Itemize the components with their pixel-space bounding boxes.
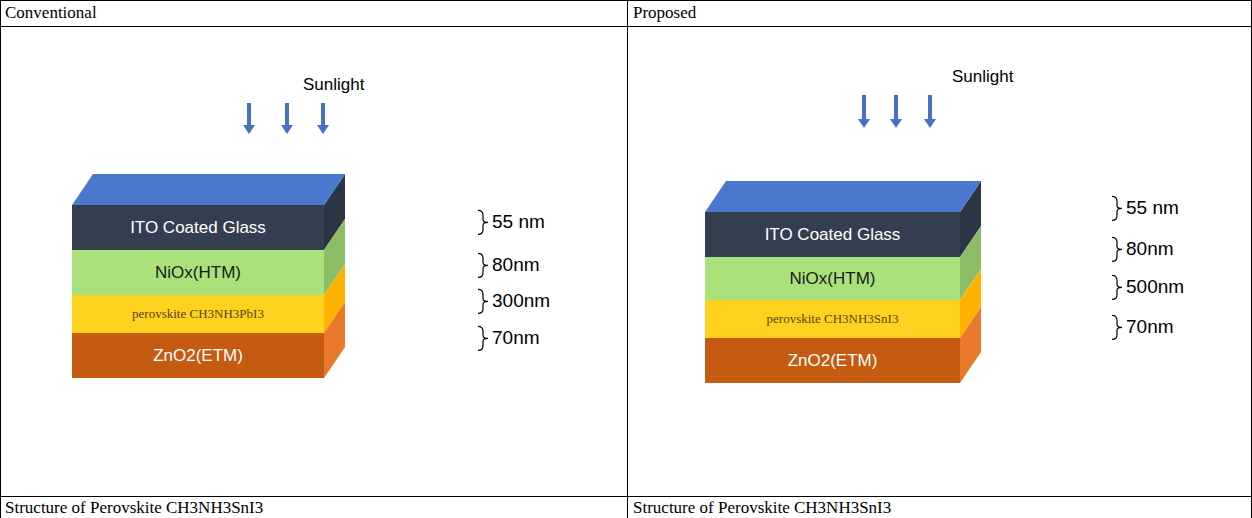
thickness-dimension: 80nm bbox=[492, 255, 540, 276]
light-arrow-head bbox=[281, 125, 293, 134]
light-arrow-head bbox=[924, 119, 936, 128]
thickness-brace bbox=[1112, 315, 1122, 339]
thickness-dimension: 70nm bbox=[1126, 317, 1174, 338]
layer-label: NiOx(HTM) bbox=[155, 263, 241, 283]
thickness-dimension: 70nm bbox=[492, 328, 540, 349]
thickness-brace bbox=[1112, 237, 1122, 261]
thickness-brace bbox=[478, 253, 488, 277]
htm-layer: NiOx(HTM) bbox=[705, 257, 960, 300]
layer-side-face bbox=[324, 302, 345, 378]
htm-layer: NiOx(HTM) bbox=[72, 250, 324, 295]
perovskite-layer: perovskite CH3NH3SnI3 bbox=[705, 300, 960, 338]
light-arrow-shaft bbox=[928, 95, 932, 120]
light-arrow-shaft bbox=[285, 103, 289, 126]
layer-label: perovskite CH3NH3SnI3 bbox=[767, 311, 899, 327]
column-header: Conventional bbox=[5, 4, 97, 23]
layer-label: NiOx(HTM) bbox=[790, 269, 876, 289]
light-label: Sunlight bbox=[303, 76, 364, 95]
light-arrow-shaft bbox=[894, 95, 898, 120]
thickness-dimension: 500nm bbox=[1126, 277, 1184, 298]
sunlight-arrows bbox=[243, 95, 936, 134]
layer-faces bbox=[72, 174, 981, 383]
light-arrow-head bbox=[317, 125, 329, 134]
cell-caption: Structure of Perovskite CH3NH3SnI3 bbox=[633, 499, 891, 518]
light-arrow-shaft bbox=[247, 103, 251, 126]
layer-top-face bbox=[72, 174, 345, 205]
thickness-dimension: 80nm bbox=[1126, 239, 1174, 260]
etm-layer: ZnO2(ETM) bbox=[705, 338, 960, 383]
ito-layer: ITO Coated Glass bbox=[72, 205, 324, 250]
layer-label: ZnO2(ETM) bbox=[788, 351, 878, 371]
perovskite-layer: perovskite CH3NH3PbI3 bbox=[72, 295, 324, 333]
layer-side-face bbox=[960, 307, 981, 383]
thickness-brace bbox=[1112, 196, 1122, 220]
light-arrow-head bbox=[858, 119, 870, 128]
layer-label: ITO Coated Glass bbox=[130, 218, 266, 238]
thickness-dimension: 55 nm bbox=[492, 212, 545, 233]
thickness-dimension: 55 nm bbox=[1126, 198, 1179, 219]
layer-label: perovskite CH3NH3PbI3 bbox=[132, 306, 264, 322]
layer-top-face bbox=[705, 181, 981, 212]
light-arrow-head bbox=[243, 125, 255, 134]
layer-label: ZnO2(ETM) bbox=[153, 346, 243, 366]
ito-layer: ITO Coated Glass bbox=[705, 212, 960, 257]
light-arrow-shaft bbox=[862, 95, 866, 120]
etm-layer: ZnO2(ETM) bbox=[72, 333, 324, 378]
thickness-brace bbox=[478, 289, 488, 313]
light-arrow-shaft bbox=[321, 103, 325, 126]
thickness-brace bbox=[1112, 275, 1122, 299]
cell-caption: Structure of Perovskite CH3NH3SnI3 bbox=[5, 499, 263, 518]
layer-label: ITO Coated Glass bbox=[765, 225, 901, 245]
thickness-brace bbox=[478, 210, 488, 234]
thickness-braces bbox=[478, 196, 1122, 350]
light-label: Sunlight bbox=[952, 68, 1013, 87]
thickness-dimension: 300nm bbox=[492, 291, 550, 312]
light-arrow-head bbox=[890, 119, 902, 128]
column-header: Proposed bbox=[633, 4, 696, 23]
thickness-brace bbox=[478, 326, 488, 350]
